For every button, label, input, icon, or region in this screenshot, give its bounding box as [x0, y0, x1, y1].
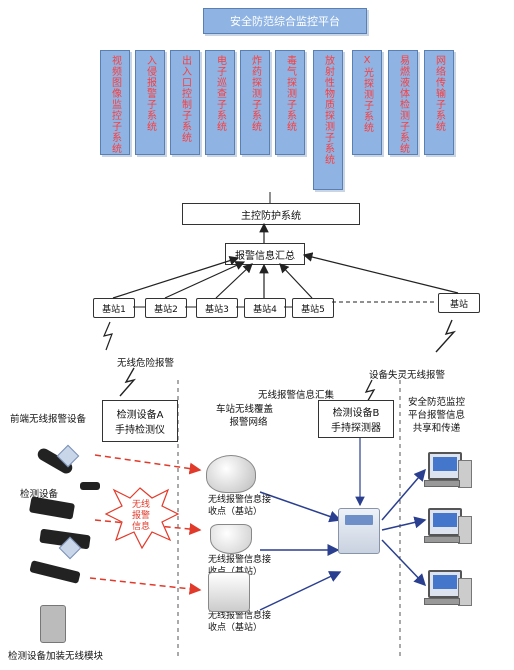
station-4: 基站4 — [244, 298, 286, 318]
receiver-ceiling-icon — [210, 524, 252, 554]
label-detect-device: 检测设备 — [20, 489, 59, 500]
subsystem-flammable: 易燃液体检测子系统 — [388, 50, 418, 155]
detector-small-icon — [80, 482, 100, 490]
label-frontend-device: 前端无线报警设备 — [10, 414, 87, 425]
computer-monitor-icon — [428, 508, 462, 536]
label-receiver-3: 无线报警信息接 收点（基站） — [208, 611, 272, 633]
platform-title: 安全防范综合监控平台 — [203, 8, 367, 34]
label-device-loss-alarm: 设备失灵无线报警 — [369, 370, 446, 381]
subsystem-access: 出入口控制子系统 — [170, 50, 200, 155]
receiver-box-icon — [208, 572, 250, 612]
device-b-box: 检测设备B 手持探测器 — [318, 400, 394, 438]
subsystem-explosive: 炸药探测子系统 — [240, 50, 270, 155]
receiver-hub-icon — [338, 508, 380, 554]
computer-tower-icon — [458, 516, 472, 544]
station-remote: 基站 — [438, 293, 480, 313]
bottom-caption: 检测设备加装无线模块 — [8, 651, 104, 662]
station-1: 基站1 — [93, 298, 135, 318]
device-a-box: 检测设备A 手持检测仪 — [102, 400, 178, 442]
subsystem-video: 视频图像监控子系统 — [100, 50, 130, 155]
subsystem-network: 网络传输子系统 — [424, 50, 454, 155]
device-a-line1: 检测设备A — [116, 410, 164, 421]
device-a-line2: 手持检测仪 — [115, 425, 165, 436]
station-3: 基站3 — [196, 298, 238, 318]
subsystem-radioactive: 放射性物质探测子系统 — [313, 50, 343, 190]
keyboard-icon — [424, 598, 460, 605]
label-receiver-1: 无线报警信息接 收点（基站） — [208, 495, 272, 517]
label-wireless-alarm-info: 无线 报警 信息 — [132, 500, 151, 532]
computer-monitor-icon — [428, 452, 462, 480]
device-b-line1: 检测设备B — [332, 408, 380, 419]
receiver-dome-icon — [206, 455, 256, 493]
subsystem-intrusion: 入侵报警子系统 — [135, 50, 165, 155]
gas-detector-icon — [40, 605, 66, 643]
keyboard-icon — [424, 480, 460, 487]
subsystem-gas: 毒气探测子系统 — [275, 50, 305, 155]
label-platform-share: 安全防范监控 平台报警信息 共享和传递 — [408, 397, 466, 434]
subsystem-patrol: 电子巡查子系统 — [205, 50, 235, 155]
station-5: 基站5 — [292, 298, 334, 318]
label-wireless-collect: 无线报警信息汇集 — [258, 390, 335, 401]
station-2: 基站2 — [145, 298, 187, 318]
keyboard-icon — [424, 536, 460, 543]
label-wireless-danger: 无线危险报警 — [117, 358, 175, 369]
label-coverage: 车站无线覆盖 报警网络 — [216, 404, 274, 428]
computer-tower-icon — [458, 460, 472, 488]
device-b-line2: 手持探测器 — [331, 423, 381, 434]
subsystem-xray: X光探测子系统 — [352, 50, 382, 155]
computer-tower-icon — [458, 578, 472, 606]
main-control-box: 主控防护系统 — [182, 203, 360, 225]
computer-monitor-icon — [428, 570, 462, 598]
